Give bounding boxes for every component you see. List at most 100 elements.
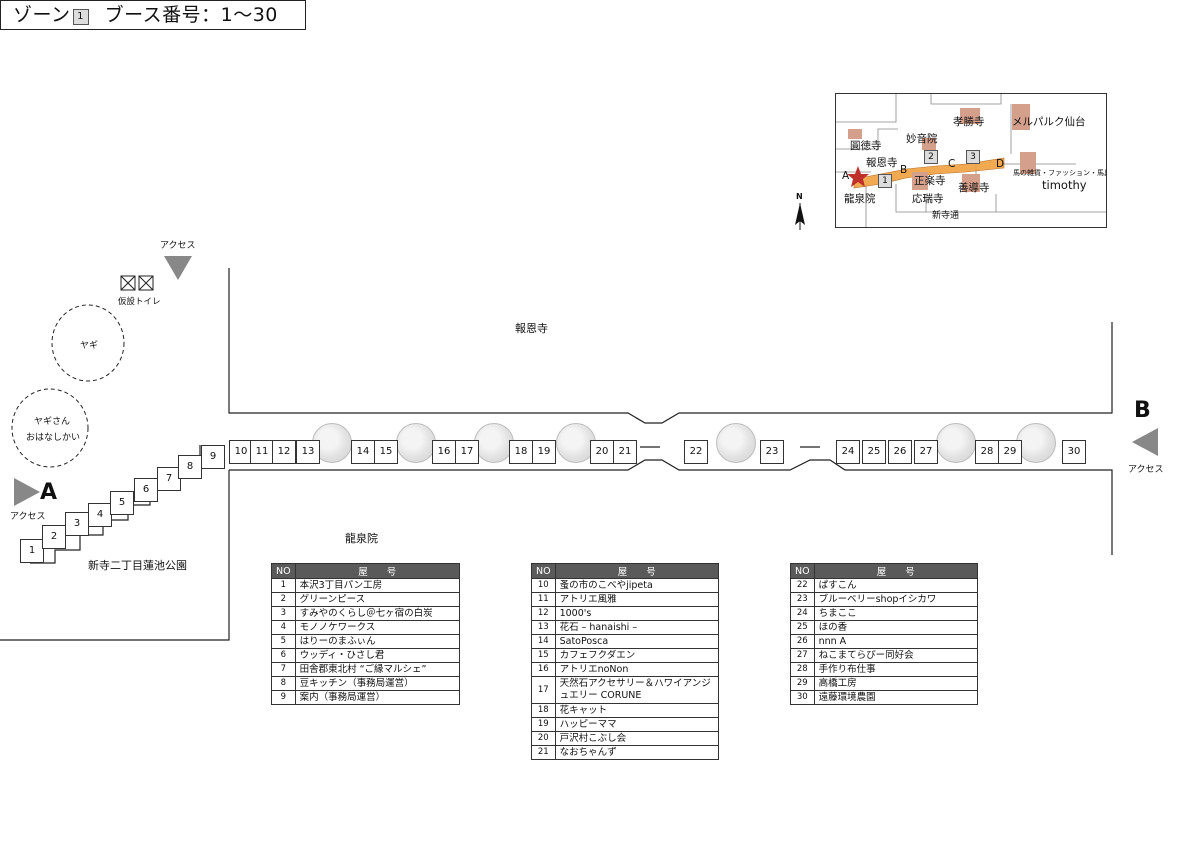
booth[interactable]: 14: [351, 440, 375, 464]
vendor-number: 9: [271, 690, 296, 705]
vendor-name: 1000's: [554, 606, 720, 621]
booth[interactable]: 27: [914, 440, 938, 464]
booth[interactable]: 17: [455, 440, 479, 464]
tree-icon: [1016, 423, 1056, 463]
access-arrow-a: [14, 478, 40, 506]
booth[interactable]: 16: [432, 440, 456, 464]
vendor-number: 20: [531, 731, 556, 746]
tree-icon: [936, 423, 976, 463]
vendor-number: 17: [531, 676, 556, 704]
booth[interactable]: 6: [134, 478, 158, 502]
vendor-name: カフェフクダエン: [554, 648, 720, 663]
inset-ryusenin: 龍泉院: [844, 193, 876, 205]
booth[interactable]: 11: [250, 440, 274, 464]
booth[interactable]: 8: [178, 455, 202, 479]
booth[interactable]: 3: [65, 512, 89, 536]
entrance-b-label: B: [1134, 398, 1151, 423]
goat-label: ヤギ: [80, 341, 99, 351]
vendor-number: 6: [271, 648, 296, 663]
booth[interactable]: 18: [509, 440, 533, 464]
vendor-number: 16: [531, 662, 556, 677]
inset-shorakuji: 正楽寺: [914, 175, 946, 187]
inset-ozuiji: 応瑞寺: [912, 193, 944, 205]
booth[interactable]: 2: [42, 525, 66, 549]
toilet-label: 仮設トイレ: [118, 297, 161, 307]
access-label-b: アクセス: [1128, 465, 1164, 475]
booth[interactable]: 19: [532, 440, 556, 464]
booth[interactable]: 21: [613, 440, 637, 464]
booth[interactable]: 23: [760, 440, 784, 464]
col-no: NO: [531, 563, 556, 579]
vendor-name: 本沢3丁目パン工房: [294, 578, 461, 593]
booth[interactable]: 30: [1062, 440, 1086, 464]
booth[interactable]: 7: [157, 467, 181, 491]
vendor-name: ハッピーママ: [554, 717, 720, 732]
vendor-number: 15: [531, 648, 556, 663]
col-no: NO: [271, 563, 296, 579]
tree-icon: [396, 423, 436, 463]
location-inset-map: 孝勝寺 メルパルク仙台 妙音院 圓徳寺 報恩寺 正楽寺 善導寺 応瑞寺 龍泉院 …: [835, 93, 1107, 228]
zone-badge: 1: [72, 9, 89, 25]
access-arrow-b: [1132, 428, 1158, 456]
vendor-number: 22: [790, 578, 815, 593]
booth-range: ブース番号：1〜30: [104, 4, 278, 26]
booth[interactable]: 1: [20, 539, 44, 563]
col-name: 屋 号: [813, 563, 979, 579]
booth[interactable]: 12: [272, 440, 296, 464]
inset-point-d: D: [996, 158, 1005, 170]
entrance-a-label: A: [40, 480, 58, 505]
vendor-name: なおちゃんず: [554, 745, 720, 760]
park-label: 新寺二丁目蓮池公園: [88, 559, 187, 572]
star-icon: [847, 166, 869, 187]
booth[interactable]: 24: [836, 440, 860, 464]
vendor-name: ウッディ・ひさし君: [294, 648, 461, 663]
vendor-number: 19: [531, 717, 556, 732]
booth[interactable]: 28: [975, 440, 999, 464]
inset-shop-name: timothy: [1042, 178, 1087, 192]
vendor-number: 11: [531, 592, 556, 607]
vendor-number: 12: [531, 606, 556, 621]
booth[interactable]: 20: [590, 440, 614, 464]
booth[interactable]: 4: [88, 503, 112, 527]
booth[interactable]: 10: [229, 440, 253, 464]
vendor-name: すみやのくらし＠七ヶ宿の白炭: [294, 606, 461, 621]
vendor-name: アトリエnoNon: [554, 662, 720, 677]
compass-label: N: [796, 192, 803, 201]
vendor-name: SatoPosca: [554, 634, 720, 649]
access-arrow-top: [164, 256, 192, 280]
vendor-name: ちまここ: [813, 606, 979, 621]
inset-point-c: C: [948, 158, 956, 170]
col-no: NO: [790, 563, 815, 579]
zone-label: ゾーン: [13, 4, 71, 26]
booth[interactable]: 9: [201, 445, 225, 469]
booth[interactable]: 26: [888, 440, 912, 464]
booth[interactable]: 5: [110, 491, 134, 515]
booth[interactable]: 22: [684, 440, 708, 464]
vendor-number: 30: [790, 690, 815, 705]
vendor-number: 24: [790, 606, 815, 621]
vendor-number: 5: [271, 634, 296, 649]
booth[interactable]: 15: [374, 440, 398, 464]
booth[interactable]: 29: [998, 440, 1022, 464]
vendor-name: はりーのまふぃん: [294, 634, 461, 649]
booth[interactable]: 13: [296, 440, 320, 464]
toilet-icon: [120, 275, 154, 291]
inset-shinteradori: 新寺通: [932, 211, 960, 221]
booth[interactable]: 25: [862, 440, 886, 464]
